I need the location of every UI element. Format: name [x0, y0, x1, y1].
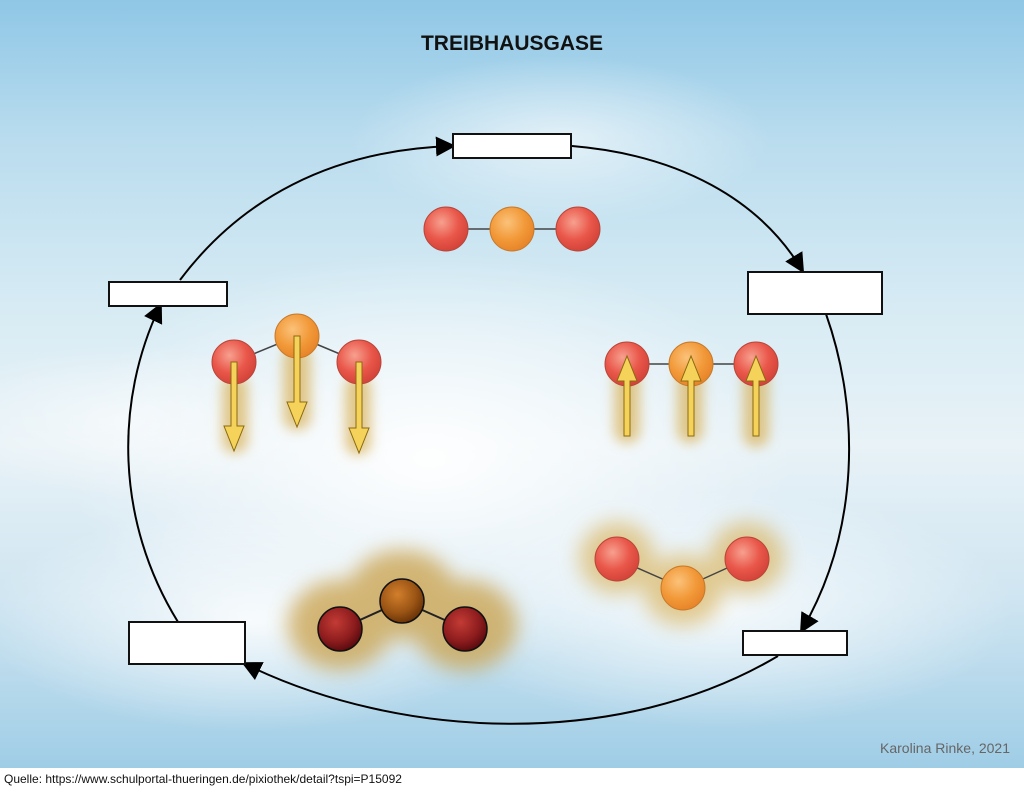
cycle-arrow-right	[799, 313, 851, 634]
molecule-linear-top	[423, 206, 601, 252]
atom-dark-red	[317, 606, 363, 652]
arrow-down-icon	[223, 361, 245, 453]
atom-red	[594, 536, 640, 582]
author-credit: Karolina Rinke, 2021	[880, 740, 1010, 756]
atom-orange	[489, 206, 535, 252]
cycle-arrow-top-right	[571, 145, 805, 274]
molecule-bent-glowing	[579, 522, 785, 626]
diagram-stage: TREIBHAUSGASE Karolina Rinke, 2021	[0, 0, 1024, 768]
atom-red	[423, 206, 469, 252]
label-box-left[interactable]	[108, 281, 228, 307]
label-box-right[interactable]	[747, 271, 883, 315]
atom-dark-red	[442, 606, 488, 652]
cycle-arrows	[127, 136, 851, 725]
source-caption: Quelle: https://www.schulportal-thuering…	[4, 772, 402, 786]
molecule-bent-down-arrows	[211, 313, 382, 455]
label-box-bottom-left[interactable]	[128, 621, 246, 665]
atom-red	[724, 536, 770, 582]
atom-dark-orange	[379, 578, 425, 624]
cycle-arrow-left	[127, 302, 179, 623]
arrow-up-icon	[616, 354, 638, 437]
arrow-down-icon	[286, 335, 308, 429]
cycle-arrow-top-left	[179, 136, 456, 281]
label-box-top[interactable]	[452, 133, 572, 159]
atom-orange	[660, 565, 706, 611]
molecule-linear-up-arrows	[604, 341, 779, 447]
cycle-diagram	[127, 136, 851, 725]
label-box-bottom-right[interactable]	[742, 630, 848, 656]
arrow-up-icon	[745, 354, 767, 437]
cycle-arrow-bottom	[241, 655, 779, 725]
atom-red	[555, 206, 601, 252]
molecule-bent-dark	[288, 550, 517, 670]
page-title: TREIBHAUSGASE	[420, 32, 604, 55]
arrow-up-icon	[680, 354, 702, 437]
arrow-down-icon	[348, 361, 370, 455]
